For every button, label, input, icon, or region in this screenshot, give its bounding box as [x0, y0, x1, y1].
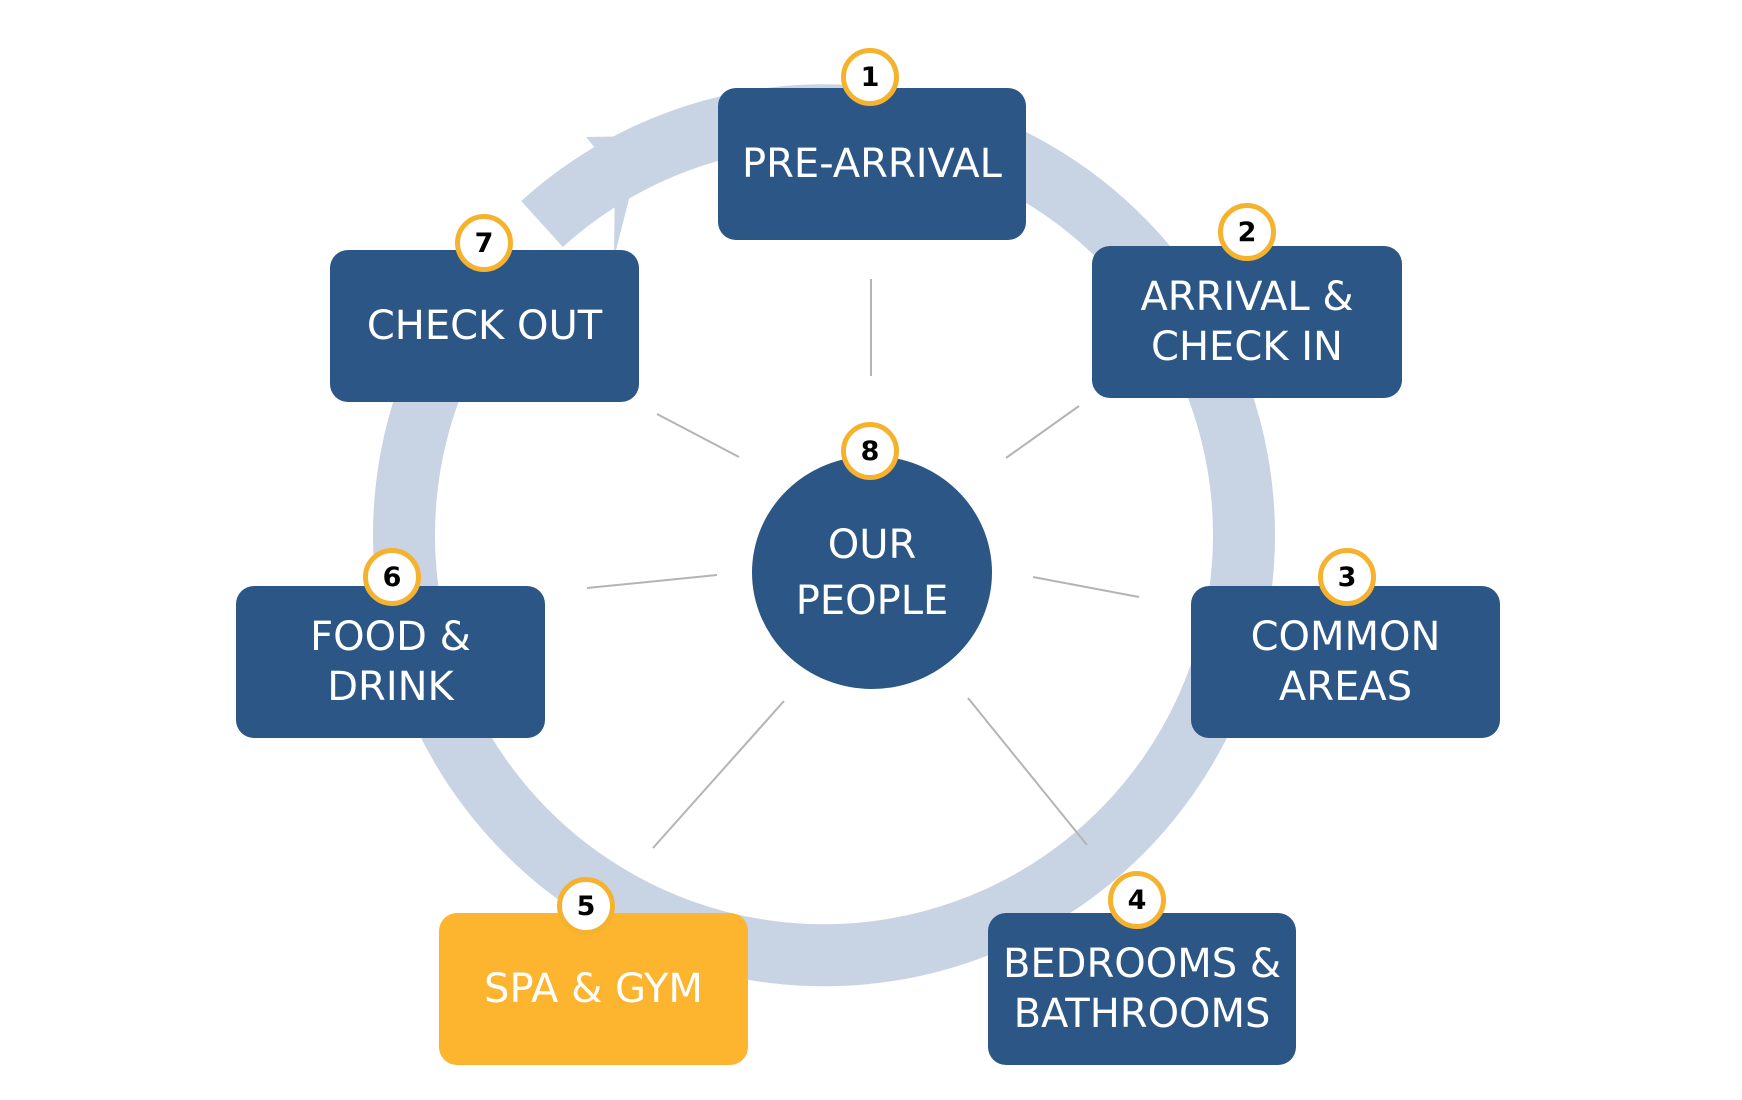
step-number-badge-5: 5 — [557, 877, 615, 935]
stage-food-drink[interactable]: FOOD & DRINK — [236, 586, 545, 738]
stage-label: BEDROOMS & BATHROOMS — [1002, 941, 1282, 1037]
step-number-badge-6: 6 — [363, 548, 421, 606]
stage-spa-gym[interactable]: SPA & GYM — [439, 913, 748, 1065]
connector-line-7 — [656, 413, 740, 458]
step-number-badge-1: 1 — [841, 48, 899, 106]
center-label: OUR PEOPLE — [795, 521, 949, 624]
stage-label: FOOD & DRINK — [310, 614, 471, 710]
cycle-arrowhead — [586, 136, 645, 258]
stage-label: CHECK OUT — [366, 303, 603, 349]
stage-arrival-check-in[interactable]: ARRIVAL & CHECK IN — [1092, 246, 1402, 398]
step-number-badge-2: 2 — [1218, 203, 1276, 261]
step-number-badge-7: 7 — [455, 214, 513, 272]
stage-common-areas[interactable]: COMMON AREAS — [1191, 586, 1500, 738]
connector-line-2 — [1005, 405, 1080, 459]
connector-lines — [586, 279, 1140, 849]
connector-line-6 — [586, 574, 718, 589]
connector-line-4 — [967, 697, 1088, 846]
connector-line-5 — [652, 700, 785, 849]
stage-label: SPA & GYM — [484, 966, 703, 1012]
stage-pre-arrival[interactable]: PRE-ARRIVAL — [718, 88, 1026, 240]
stage-label: PRE-ARRIVAL — [742, 141, 1002, 187]
stage-label: COMMON AREAS — [1250, 614, 1441, 710]
stage-check-out[interactable]: CHECK OUT — [330, 250, 639, 402]
stage-label: ARRIVAL & CHECK IN — [1140, 274, 1354, 370]
step-number-badge-3: 3 — [1318, 548, 1376, 606]
center-our-people[interactable]: OUR PEOPLE — [752, 456, 992, 689]
step-number-badge-8: 8 — [841, 422, 899, 480]
connector-line-3 — [1032, 576, 1140, 598]
step-number-badge-4: 4 — [1108, 871, 1166, 929]
stage-bedrooms-bathrooms[interactable]: BEDROOMS & BATHROOMS — [988, 913, 1296, 1065]
